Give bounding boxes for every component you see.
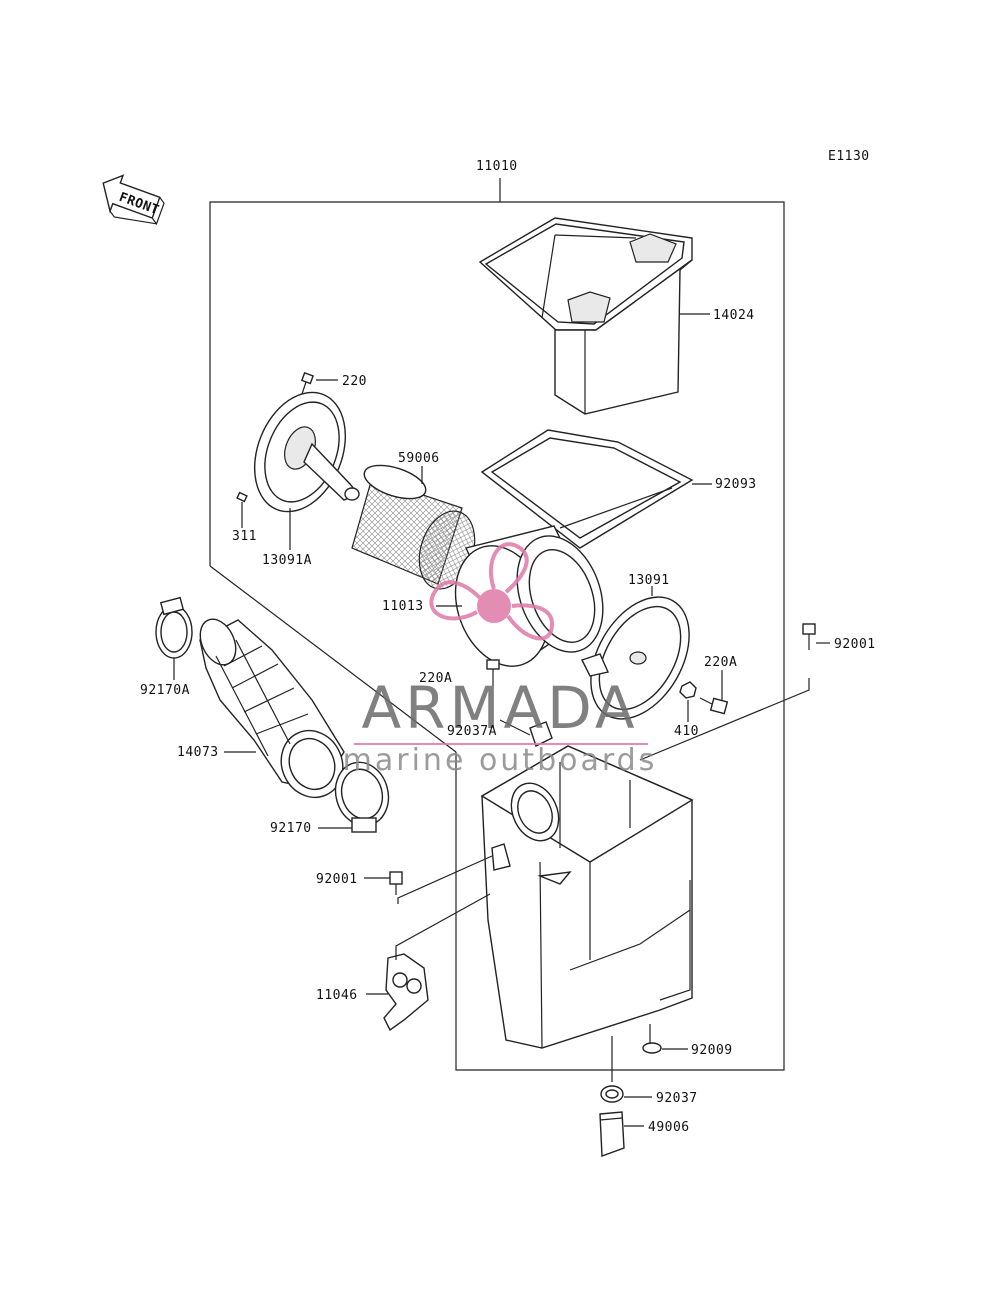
callout-220A-right: 220A xyxy=(704,655,737,670)
screw-220A-right xyxy=(699,697,729,715)
callout-220A-left: 220A xyxy=(419,671,452,686)
clamp-92170A xyxy=(155,596,193,659)
callout-92001-left: 92001 xyxy=(316,872,358,887)
clip-311 xyxy=(236,491,248,503)
screw-220 xyxy=(300,371,314,395)
armada-watermark: ARMADA marine outboards xyxy=(343,542,658,778)
bracket-11046 xyxy=(383,893,491,1032)
filter-element-11013 xyxy=(454,525,604,667)
callout-11013: 11013 xyxy=(382,599,424,614)
bolt-92001-left xyxy=(389,871,403,895)
callout-92170: 92170 xyxy=(270,821,312,836)
bolt-92001-leaders xyxy=(397,678,810,904)
airbox-housing xyxy=(480,745,694,1049)
intake-duct-14073 xyxy=(199,618,345,799)
filter-cover-13091 xyxy=(581,596,690,720)
side-cover-13091A xyxy=(253,391,360,513)
callout-13091A: 13091A xyxy=(262,553,312,568)
watermark-brand: ARMADA xyxy=(361,674,638,742)
clamp-92170 xyxy=(334,761,390,833)
nut-410 xyxy=(679,681,697,699)
callout-14024: 14024 xyxy=(713,308,755,323)
callout-410: 410 xyxy=(674,724,699,739)
callout-92170A: 92170A xyxy=(140,683,190,698)
screw-92009 xyxy=(642,1024,662,1054)
callout-92037A: 92037A xyxy=(447,724,497,739)
callout-11010: 11010 xyxy=(476,159,518,174)
callout-11046: 11046 xyxy=(316,988,358,1003)
assembly-outline xyxy=(209,178,785,1071)
drain-tube-49006 xyxy=(599,1111,625,1157)
callout-92009: 92009 xyxy=(691,1043,733,1058)
callout-220: 220 xyxy=(342,374,367,389)
callout-13091: 13091 xyxy=(628,573,670,588)
clamp-92037 xyxy=(600,1036,624,1103)
propeller-logo-icon xyxy=(429,542,555,641)
screw-220A-left xyxy=(486,659,500,686)
callout-311: 311 xyxy=(232,529,257,544)
bolt-92001-right xyxy=(802,623,816,650)
callout-49006: 49006 xyxy=(648,1120,690,1135)
leader-lines xyxy=(173,313,830,1127)
watermark-tagline: marine outboards xyxy=(343,743,658,778)
gasket-92093 xyxy=(480,429,694,549)
diagram-code: E1130 xyxy=(828,149,870,164)
clip-92037A xyxy=(499,719,553,747)
front-arrow-icon: FRONT xyxy=(102,174,165,226)
callout-59006: 59006 xyxy=(398,451,440,466)
callout-92001-right: 92001 xyxy=(834,637,876,652)
callout-92037: 92037 xyxy=(656,1091,698,1106)
airbox-lid xyxy=(478,217,693,415)
callout-14073: 14073 xyxy=(177,745,219,760)
callout-92093: 92093 xyxy=(715,477,757,492)
